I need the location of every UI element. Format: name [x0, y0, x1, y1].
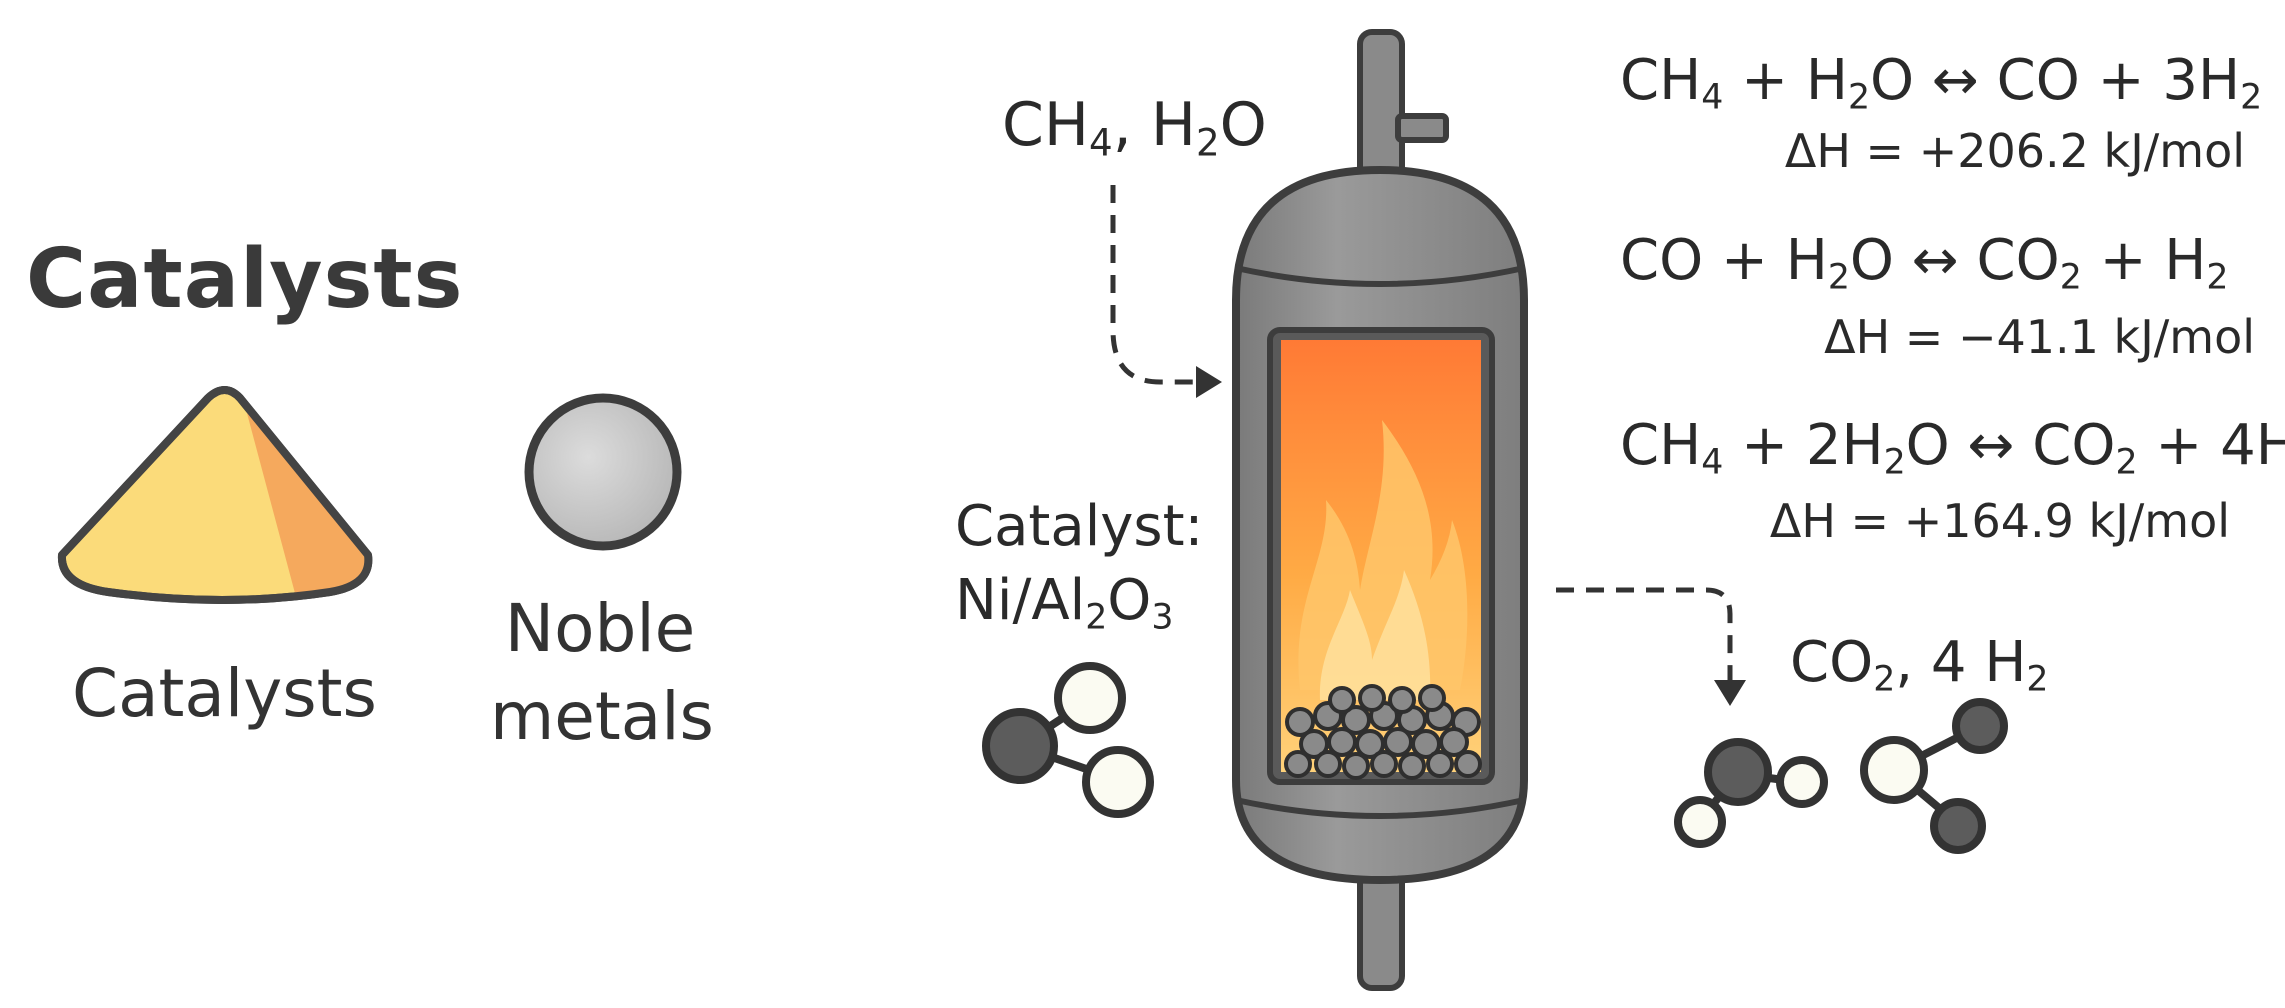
reactor-fire-window	[1267, 327, 1495, 785]
noble-metals-label: Noble metals	[490, 585, 714, 761]
outlet-flow-arrow	[1556, 587, 1746, 706]
catalyst-cone-label: Catalysts	[72, 655, 377, 732]
arrowhead-icon	[1196, 366, 1222, 398]
reaction-equation-1: CH4 + H2O ↔ CO + 3H2	[1620, 48, 2263, 118]
reactor-top-pipe	[1357, 29, 1449, 185]
catalyst-pellet-bed	[1284, 684, 1482, 780]
reaction-equation-3: CH4 + 2H2O ↔ CO2 + 4H2	[1620, 413, 2285, 483]
molecule-icon	[1860, 698, 2008, 854]
inlet-flow-arrow	[1110, 185, 1222, 398]
catalyst-label-line1: Catalyst:	[955, 494, 1204, 559]
catalyst-composition-label: Catalyst: Ni/Al2O3	[955, 490, 1204, 638]
noble-label-line1: Noble	[504, 590, 696, 667]
reaction-enthalpy-2: ΔH = −41.1 kJ/mol	[1824, 310, 2255, 364]
outlet-label: CO2, 4 H2	[1790, 630, 2049, 700]
reaction-equation-2: CO + H2O ↔ CO2 + H2	[1620, 228, 2229, 298]
inlet-label: CH4, H2O	[1002, 90, 1267, 165]
reaction-enthalpy-1: ΔH = +206.2 kJ/mol	[1784, 124, 2245, 178]
noble-label-line2: metals	[490, 678, 714, 755]
catalyst-label-line2: Ni/Al2O3	[955, 568, 1174, 638]
arrowhead-icon	[1714, 680, 1746, 706]
reaction-enthalpy-3: ΔH = +164.9 kJ/mol	[1769, 494, 2230, 548]
catalyst-cone-icon	[57, 386, 373, 604]
noble-metal-sphere-icon	[524, 393, 682, 551]
molecule-icon	[1674, 738, 1828, 848]
catalysts-heading: Catalysts	[26, 232, 464, 327]
molecule-icon	[982, 662, 1154, 818]
